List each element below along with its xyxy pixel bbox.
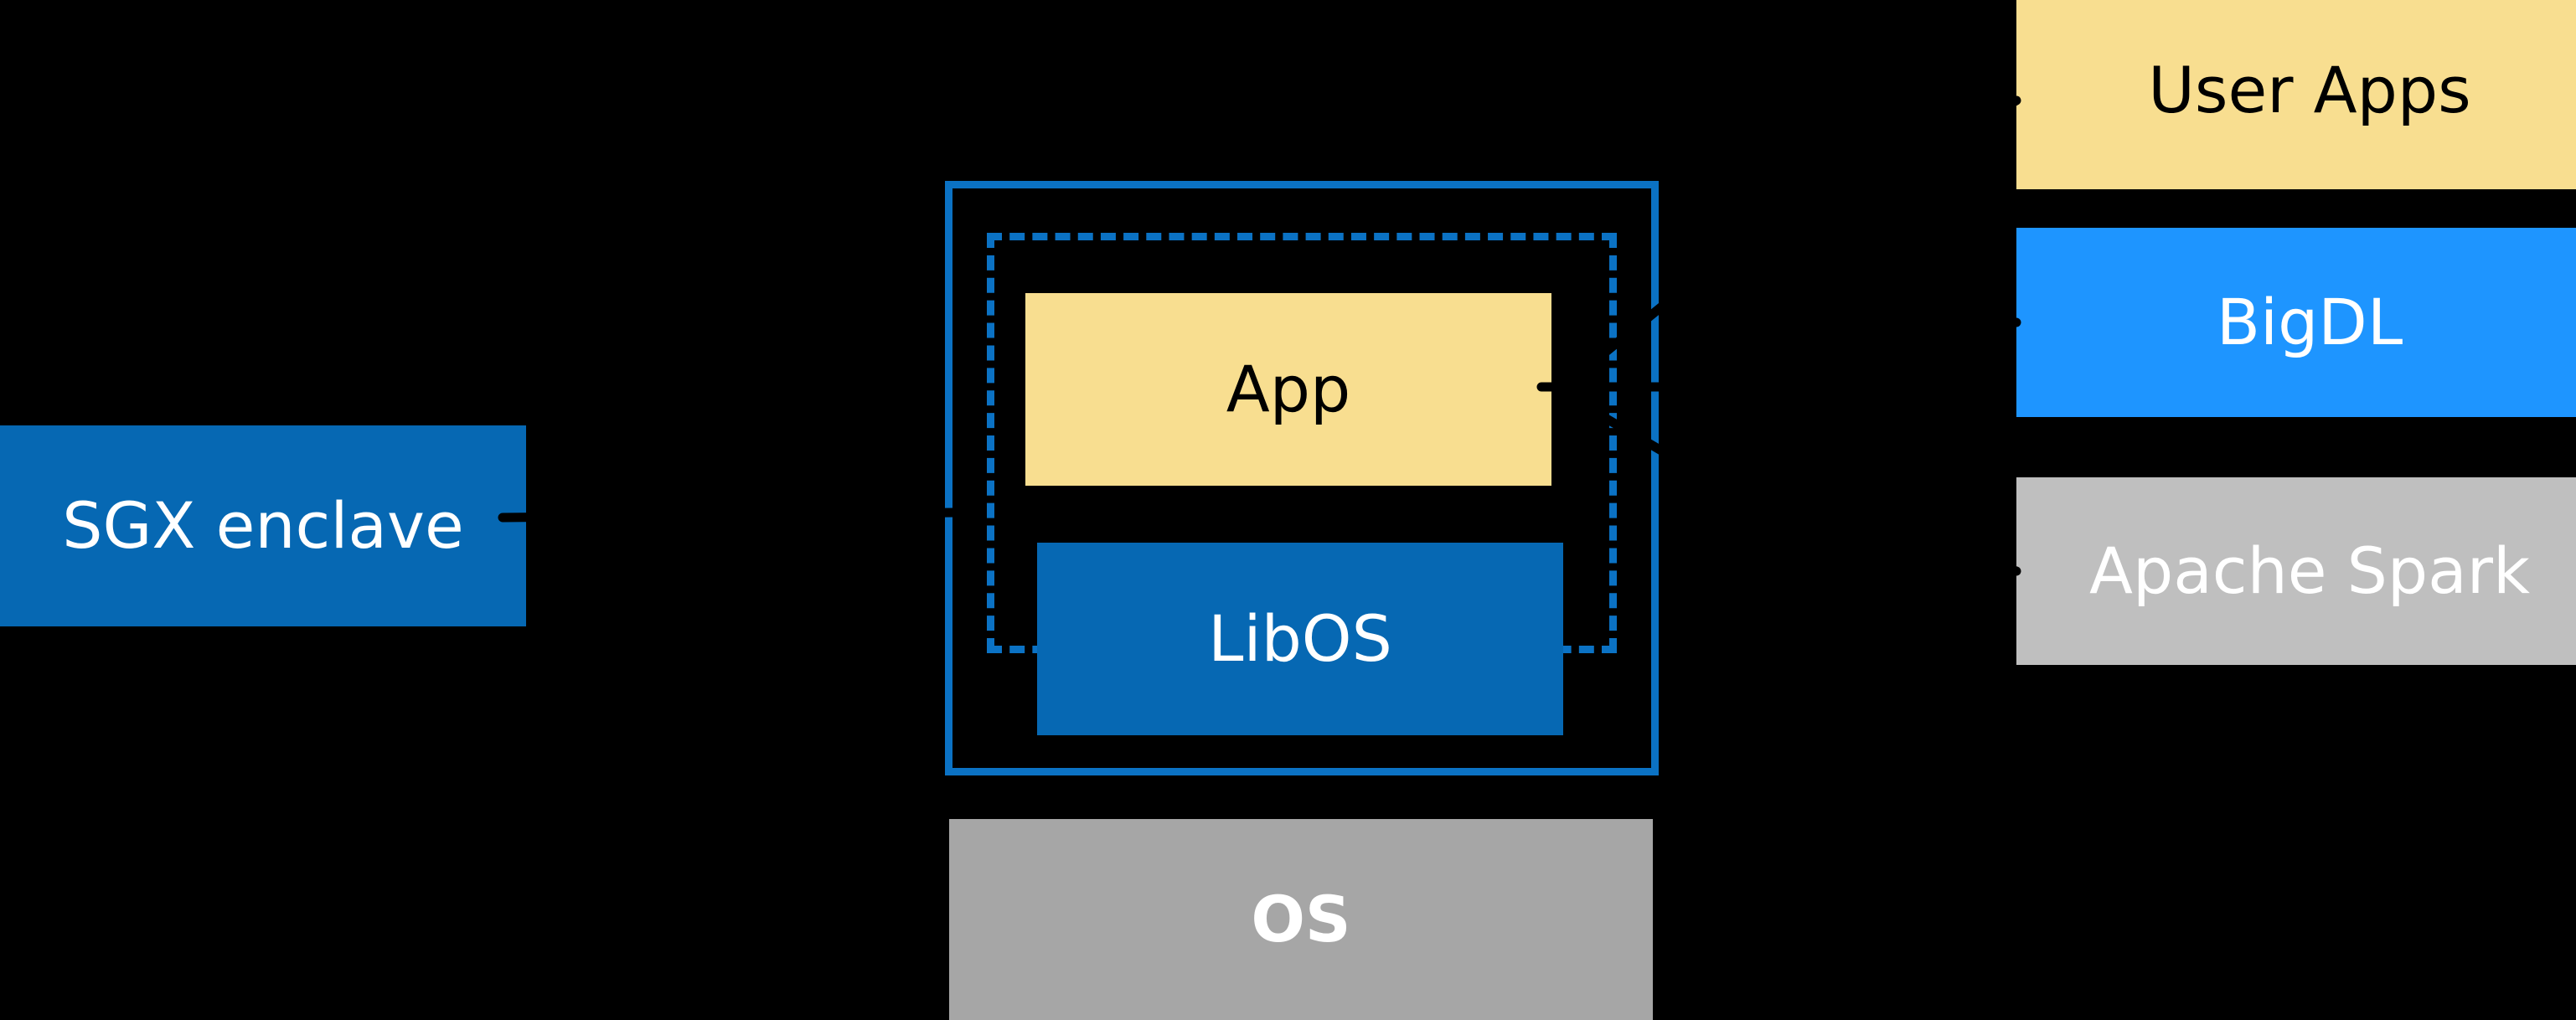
os-box: OS	[949, 819, 1653, 1020]
user-apps-box: User Apps	[2016, 0, 2576, 189]
app-label: App	[1226, 352, 1351, 427]
os-label: OS	[1251, 882, 1351, 957]
apache-spark-box: Apache Spark	[2016, 477, 2576, 665]
sgx-enclave-label: SGX enclave	[62, 488, 464, 564]
sgx-enclave-box: SGX enclave	[0, 425, 526, 626]
bigdl-label: BigDL	[2216, 285, 2403, 360]
bigdl-box: BigDL	[2016, 228, 2576, 417]
libos-label: LibOS	[1208, 601, 1392, 677]
connector-sgx-to-enclave	[498, 507, 960, 523]
app-box: App	[1025, 293, 1551, 486]
libos-box: LibOS	[1037, 543, 1563, 735]
apache-spark-label: Apache Spark	[2089, 533, 2530, 609]
user-apps-label: User Apps	[2148, 53, 2471, 128]
